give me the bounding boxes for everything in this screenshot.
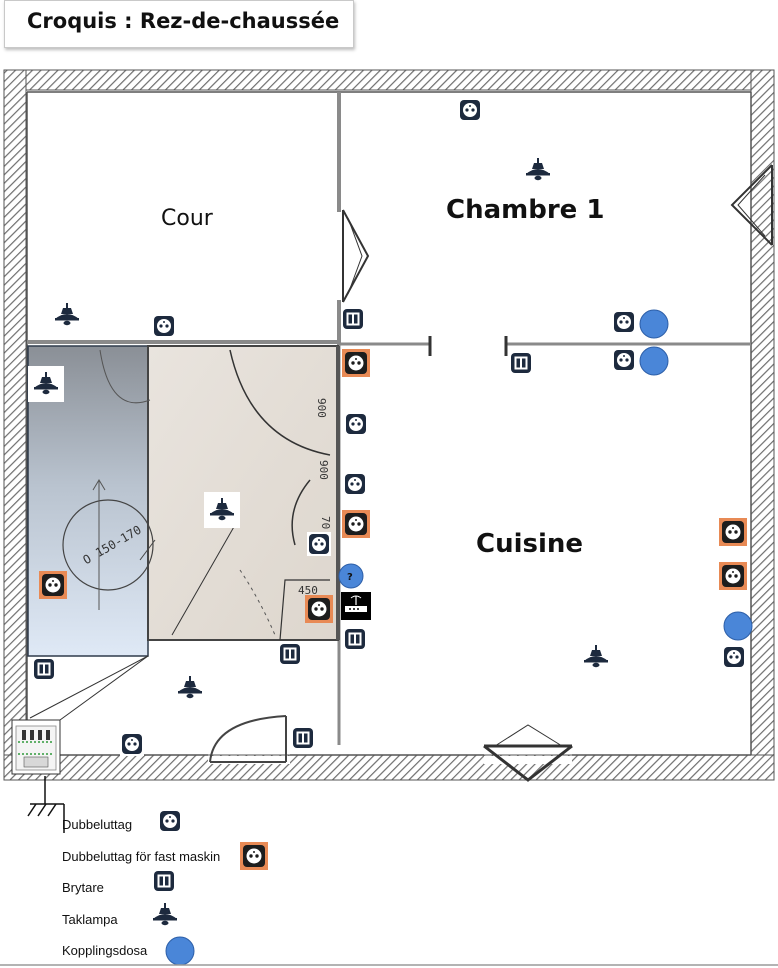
junction-box-icon [639, 309, 669, 339]
photo-annotation-900b: 900 [317, 460, 330, 480]
double-outlet-icon [152, 314, 176, 338]
double-outlet-icon [722, 645, 746, 669]
ceiling-lamp-icon [28, 366, 64, 402]
double-outlet-icon [120, 732, 144, 756]
double-outlet-icon [458, 98, 482, 122]
double-outlet-icon [307, 532, 331, 556]
switch-icon [278, 642, 302, 666]
legend-label-fixed-machine-outlet: Dubbeluttag för fast maskin [62, 849, 221, 864]
legend-double-outlet-icon [158, 809, 182, 833]
title-box: Croquis : Rez-de-chaussée [4, 0, 354, 48]
photo-annotation-70: 70 [319, 516, 332, 529]
room-label-cuisine: Cuisine [476, 529, 584, 559]
legend-fixed-machine-outlet-icon [240, 842, 268, 870]
fixed-machine-outlet-icon [305, 595, 333, 623]
junction-box-icon [723, 611, 753, 641]
switch-icon [291, 726, 315, 750]
ceiling-lamp-icon [178, 676, 202, 699]
photo-annotation-450: 450 [298, 584, 318, 597]
room-label-chambre: Chambre 1 [446, 195, 605, 225]
ceiling-lamp-icon [526, 158, 550, 181]
ceiling-lamp-icon [55, 303, 79, 326]
photo-inset: 900 900 70 450 O 150-170 [27, 345, 340, 721]
router-icon [341, 592, 371, 620]
legend-label-switch: Brytare [62, 880, 104, 895]
double-outlet-icon [344, 412, 368, 436]
legend-label-double-outlet: Dubbeluttag [62, 817, 133, 832]
legend-junction-box-icon [165, 936, 195, 966]
switch-icon [32, 657, 56, 681]
junction-unknown-mark: ? [347, 572, 353, 583]
window-icon [342, 164, 773, 782]
ground-symbol-icon [27, 776, 65, 833]
fixed-machine-outlet-icon [342, 349, 370, 377]
fixed-machine-outlet-icon [39, 571, 67, 599]
fixed-machine-outlet-icon [342, 510, 370, 538]
switch-icon [343, 627, 367, 651]
door-arc-icon [209, 715, 287, 763]
outer-walls [3, 69, 775, 781]
double-outlet-icon [343, 472, 367, 496]
ceiling-lamp-icon [584, 645, 608, 668]
page-title: Croquis : Rez-de-chaussée [27, 9, 340, 33]
photo-annotation-900a: 900 [315, 398, 328, 418]
room-label-cour: Cour [161, 206, 213, 231]
legend-label-junction-box: Kopplingsdosa [62, 943, 148, 958]
double-outlet-icon [612, 348, 636, 372]
junction-box-unknown-icon: ? [338, 563, 364, 589]
double-outlet-icon [612, 310, 636, 334]
fixed-machine-outlet-icon [719, 562, 747, 590]
legend-ceiling-lamp-icon [153, 903, 177, 926]
ceiling-lamp-icon [204, 492, 240, 528]
distribution-panel-icon [11, 719, 61, 775]
switch-icon [509, 351, 533, 375]
fixed-machine-outlet-icon [719, 518, 747, 546]
junction-box-icon [639, 346, 669, 376]
legend-label-ceiling-lamp: Taklampa [62, 912, 118, 927]
switch-icon [341, 307, 365, 331]
legend-switch-icon [152, 869, 176, 893]
